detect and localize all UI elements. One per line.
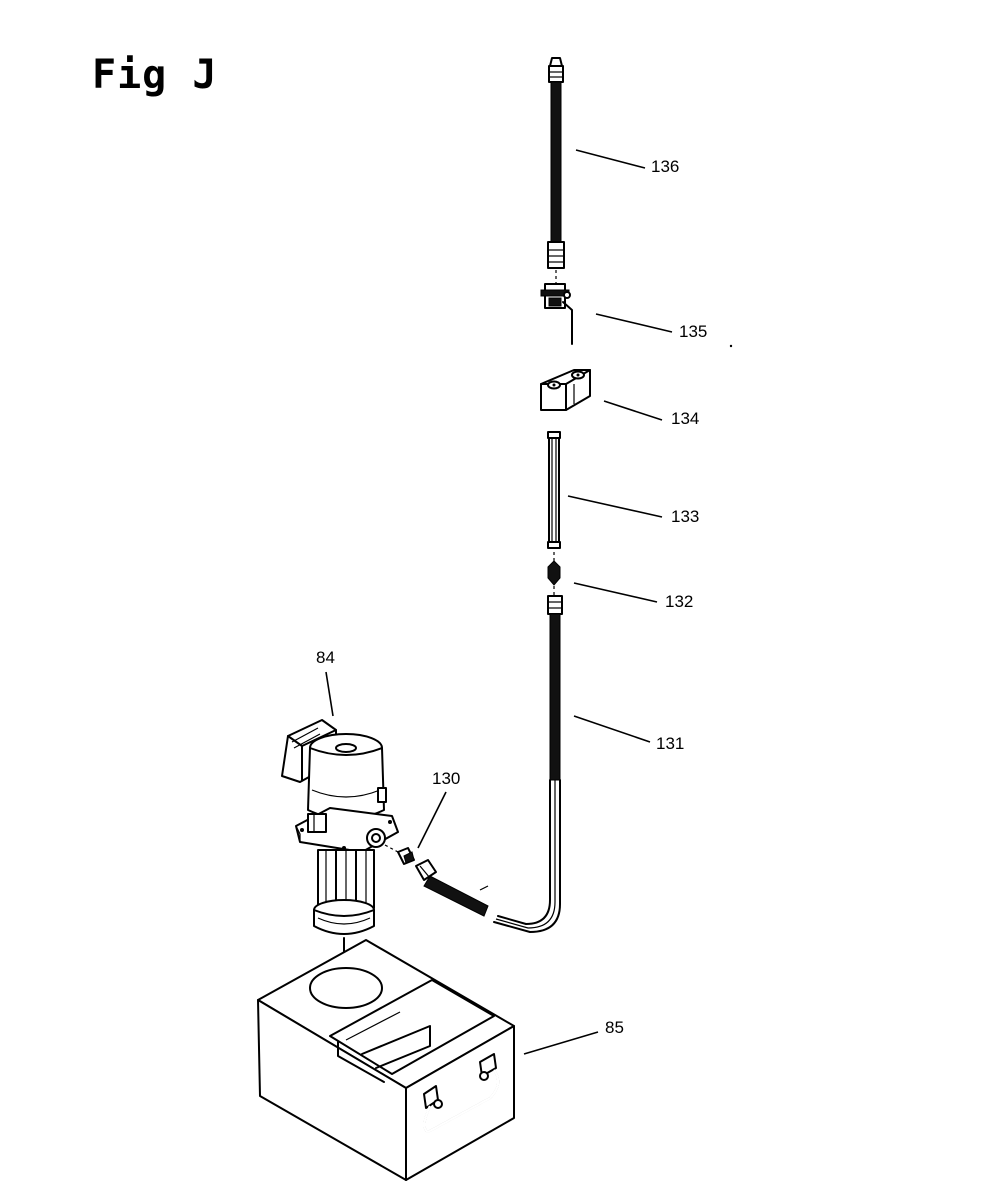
callout-134: 134 [671,409,699,428]
part-84-coolant-pump [281,719,399,991]
figure-title: Fig J [92,52,218,98]
leader-131 [573,715,651,743]
callout-130: 130 [432,769,460,788]
callout-135: 135 [679,322,707,341]
callout-84: 84 [316,648,335,667]
part-133-rigid-tube [547,431,561,549]
leader-133 [567,495,663,518]
callout-132: 132 [665,592,693,611]
part-85-coolant-tank [257,939,515,1181]
part-130-fitting [384,844,437,881]
part-131-coolant-hose [423,595,563,933]
part-136-flex-nozzle [547,57,565,269]
callout-136: 136 [651,157,679,176]
callout-133: 133 [671,507,699,526]
leader-84 [325,671,334,717]
callout-85: 85 [605,1018,624,1037]
part-134-clamp-block [540,369,591,411]
leader-130 [417,791,447,849]
stray-dot [729,344,733,348]
leader-134 [603,400,663,421]
leader-132 [573,582,658,603]
part-132-coupling [547,552,561,596]
leader-136 [575,149,646,169]
leader-135 [595,313,673,333]
part-135-valve [540,270,573,345]
callout-131: 131 [656,734,684,753]
leader-85 [523,1031,599,1055]
